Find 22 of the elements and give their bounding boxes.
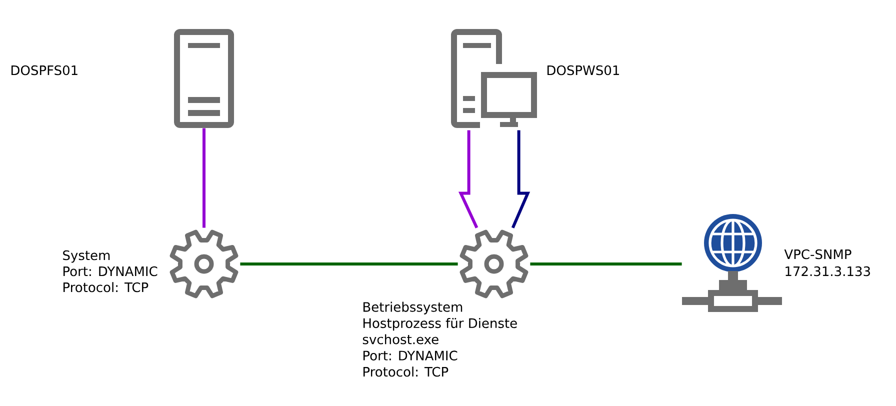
node-label: Protocol: TCP: [363, 366, 448, 377]
host-label: DOSPFS01: [11, 65, 78, 76]
node-label: System: [63, 250, 110, 263]
connector-line: [202, 128, 206, 228]
node-label: Betriebssystem: [363, 302, 462, 314]
node-label: Protocol: TCP: [63, 282, 148, 292]
workstation-icon: [451, 29, 537, 128]
gear-icon: [170, 230, 238, 298]
node-label: VPC-SNMP: [784, 249, 852, 260]
node-label: svchost.exe: [362, 334, 438, 344]
node-label: Hostprozess für Dienste: [363, 318, 517, 331]
connector-line: [530, 262, 682, 266]
connector-line: [240, 262, 458, 266]
network-globe-icon: [682, 214, 782, 312]
connector-line: [511, 130, 530, 228]
node-label: Port: DYNAMIC: [363, 350, 458, 360]
server-icon: [174, 29, 234, 128]
node-label: Port: DYNAMIC: [63, 266, 158, 276]
node-label: DOSPWS01: [547, 65, 619, 76]
gear-icon: [460, 230, 528, 298]
node-label: 172.31.3.133: [786, 266, 870, 276]
connector-line: [458, 130, 478, 228]
